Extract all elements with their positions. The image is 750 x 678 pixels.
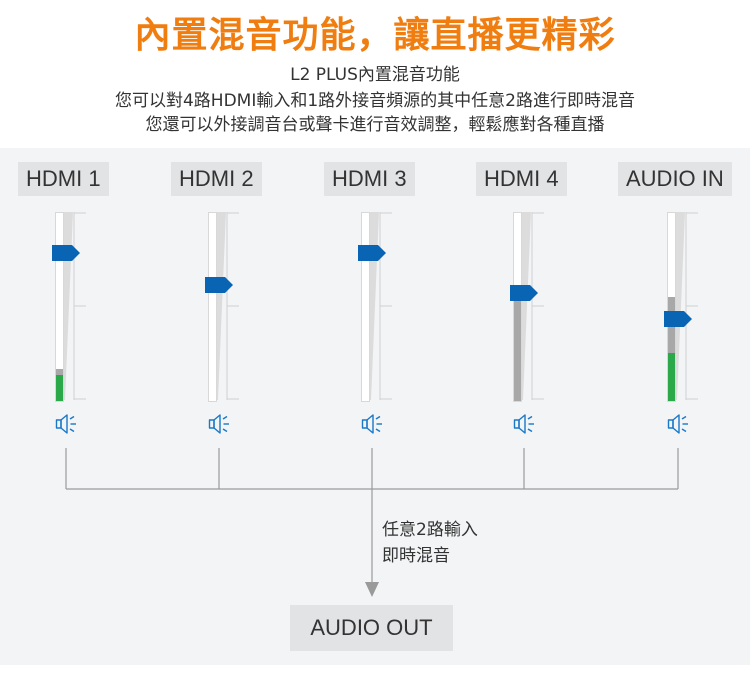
- speaker-icon[interactable]: [55, 412, 81, 436]
- fader-scale: [217, 212, 239, 400]
- channel-label: HDMI 1: [18, 162, 109, 196]
- channel-label: HDMI 4: [476, 162, 567, 196]
- mix-note-line-2: 即時混音: [382, 546, 450, 566]
- speaker-icon[interactable]: [208, 412, 234, 436]
- level-meter: [361, 212, 370, 402]
- page-title: 內置混音功能，讓直播更精彩: [134, 15, 616, 56]
- volume-ramp: [217, 212, 226, 400]
- meter-peak-segment: [514, 296, 521, 401]
- volume-ramp: [370, 212, 379, 400]
- arrow-right-icon[interactable]: [358, 245, 386, 262]
- meter-level-segment: [56, 374, 63, 401]
- level-meter: [667, 212, 676, 402]
- arrow-right-icon[interactable]: [664, 311, 692, 328]
- arrow-down-icon: [365, 582, 379, 597]
- speaker-icon[interactable]: [513, 412, 539, 436]
- mix-note-line-1: 任意2路輸入: [382, 520, 478, 540]
- subtitle: L2 PLUS內置混音功能: [290, 65, 460, 85]
- meter-peak-segment: [56, 369, 63, 375]
- fader-scale: [64, 212, 86, 400]
- channel-label: HDMI 2: [171, 162, 262, 196]
- audio-out-label: AUDIO OUT: [290, 605, 453, 651]
- speaker-icon[interactable]: [667, 412, 693, 436]
- mix-wiring: [65, 448, 679, 597]
- meter-level-segment: [668, 352, 675, 401]
- arrow-right-icon[interactable]: [205, 277, 233, 294]
- speaker-icon[interactable]: [361, 412, 387, 436]
- level-meter: [208, 212, 217, 402]
- volume-ramp: [522, 212, 531, 400]
- description-line-1: 您可以對4路HDMI輸入和1路外接音頻源的其中任意2路進行即時混音: [114, 91, 635, 111]
- volume-ramp: [64, 212, 73, 400]
- level-meter: [513, 212, 522, 402]
- volume-ramp: [676, 212, 685, 400]
- channel-label: HDMI 3: [324, 162, 415, 196]
- arrow-right-icon[interactable]: [52, 245, 80, 262]
- fader-scale: [370, 212, 392, 400]
- fader-scale: [676, 212, 698, 400]
- level-meter: [55, 212, 64, 402]
- arrow-right-icon[interactable]: [510, 284, 538, 301]
- description-line-2: 您還可以外接調音台或聲卡進行音效調整，輕鬆應對各種直播: [145, 115, 605, 135]
- fader-scale: [522, 212, 544, 400]
- channel-label: AUDIO IN: [618, 162, 732, 196]
